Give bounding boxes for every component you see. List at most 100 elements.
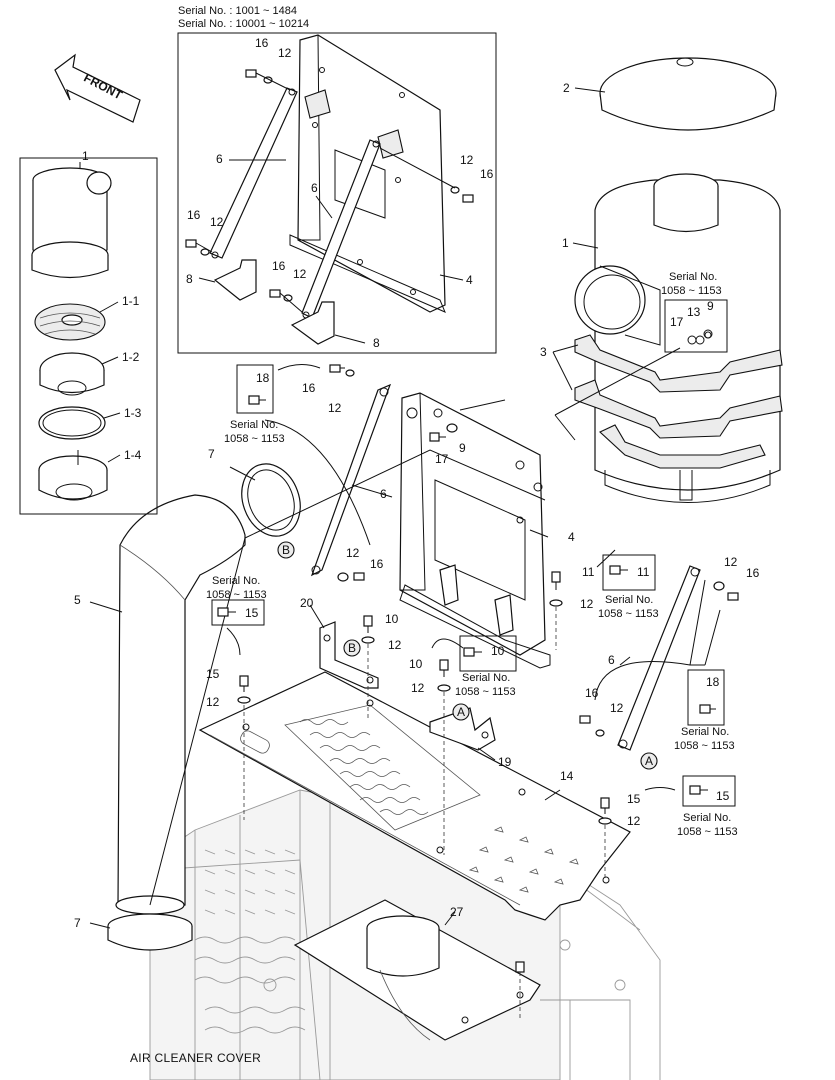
callout-10: 10	[385, 612, 399, 626]
serial-range: 1058 ~ 1153	[206, 589, 267, 601]
callout-4: 4	[466, 273, 473, 287]
air-cleaner-cover-plate	[198, 671, 631, 921]
marker-a-2: A	[640, 752, 658, 770]
callout-7: 7	[74, 916, 81, 930]
icon-box-10	[459, 635, 517, 672]
element-kit-frame	[19, 157, 158, 515]
element-leaders	[79, 162, 121, 463]
callout-16: 16	[272, 259, 286, 273]
air-cleaner-assembly-1	[574, 57, 783, 503]
serial-range: 1058 ~ 1153	[661, 285, 722, 297]
callout-15: 15	[206, 667, 220, 681]
serial-range: 1058 ~ 1153	[677, 826, 738, 838]
hardware-bolts	[237, 364, 739, 1020]
callout-1-3: 1-3	[124, 406, 142, 420]
callout-3: 3	[540, 345, 547, 359]
callout-8: 8	[373, 336, 380, 350]
callout-12: 12	[627, 814, 641, 828]
callout-16: 16	[480, 167, 494, 181]
diagram-caption: AIR CLEANER COVER	[130, 1051, 261, 1065]
callout-1-2: 1-2	[122, 350, 140, 364]
callout-12: 12	[580, 597, 594, 611]
callout-6: 6	[216, 152, 223, 166]
callout-10: 10	[491, 644, 505, 658]
callout-12: 12	[610, 701, 624, 715]
callout-16: 16	[746, 566, 760, 580]
callout-20: 20	[300, 596, 314, 610]
serial-label: Serial No.	[212, 575, 260, 587]
marker-b-2: B	[343, 639, 361, 657]
callout-11: 11	[582, 565, 595, 579]
labels: Serial No. : 1001 ~ 1484 Serial No. : 10…	[74, 5, 760, 1065]
serial-inset-frame	[177, 32, 497, 354]
serial-label: Serial No.	[681, 726, 729, 738]
icon-box-15-left	[211, 599, 265, 626]
callout-12: 12	[460, 153, 474, 167]
callout-12: 12	[411, 681, 425, 695]
callout-18: 18	[706, 675, 720, 689]
serial-label: Serial No.	[230, 419, 278, 431]
callout-12: 12	[346, 546, 360, 560]
callout-1-4: 1-4	[124, 448, 142, 462]
callout-1-1: 1-1	[122, 294, 140, 308]
stay-6-right	[617, 565, 701, 751]
marker-a-label: A	[645, 754, 653, 768]
callout-2: 2	[563, 81, 570, 95]
bracket-20	[319, 621, 379, 689]
serial-label: Serial No.	[683, 812, 731, 824]
callout-16: 16	[585, 686, 599, 700]
icon-box-9-13-17	[664, 299, 728, 353]
callout-12: 12	[724, 555, 738, 569]
duct-plate-27	[293, 899, 541, 1041]
callout-16: 16	[255, 36, 269, 50]
serial-label: Serial No.	[669, 271, 717, 283]
callout-9: 9	[707, 299, 714, 313]
clamp-7-lower	[107, 913, 193, 951]
callout-16: 16	[187, 208, 201, 222]
stay-6-center	[310, 383, 392, 577]
marker-b-1: B	[277, 541, 295, 559]
element-1-parts	[31, 167, 112, 501]
callout-19: 19	[498, 755, 512, 769]
inset-hardware	[185, 69, 474, 313]
callout-12: 12	[206, 695, 220, 709]
icon-box-18-right	[687, 669, 725, 726]
serial-label: Serial No.	[462, 672, 510, 684]
callout-12: 12	[388, 638, 402, 652]
serial-range: 1058 ~ 1153	[598, 608, 659, 620]
marker-a-1: A	[452, 703, 470, 721]
inset-brackets-8	[213, 259, 335, 345]
mounting-bracket-4	[399, 392, 551, 669]
callout-12: 12	[210, 215, 224, 229]
icon-box-11	[602, 554, 656, 591]
callout-18: 18	[256, 371, 270, 385]
serial-header-2: Serial No. : 10001 ~ 10214	[178, 18, 309, 30]
callout-1: 1	[562, 236, 569, 250]
serial-range: 1058 ~ 1153	[224, 433, 285, 445]
front-direction-arrow	[54, 53, 141, 123]
callout-5: 5	[74, 593, 81, 607]
leader-lines	[89, 87, 721, 929]
callout-12: 12	[328, 401, 342, 415]
serial-range: 1058 ~ 1153	[455, 686, 516, 698]
marker-b-label: B	[282, 543, 290, 557]
callout-16: 16	[302, 381, 316, 395]
serial-range: 1058 ~ 1153	[674, 740, 735, 752]
callout-27: 27	[450, 905, 464, 919]
callout-17: 17	[435, 452, 449, 466]
clamp-7-upper	[241, 463, 301, 537]
callout-10: 10	[409, 657, 423, 671]
inset-leaders	[198, 159, 464, 344]
callout-11: 11	[637, 565, 650, 579]
icon-box-15-right	[682, 775, 736, 807]
callout-16: 16	[370, 557, 384, 571]
callout-1: 1	[82, 149, 89, 163]
callout-8: 8	[186, 272, 193, 286]
callout-17: 17	[670, 315, 684, 329]
inset-stays-6	[209, 87, 381, 319]
serial-header-1: Serial No. : 1001 ~ 1484	[178, 5, 297, 17]
icon-box-18-left	[236, 364, 274, 414]
callout-14: 14	[560, 769, 574, 783]
callout-9: 9	[459, 441, 466, 455]
